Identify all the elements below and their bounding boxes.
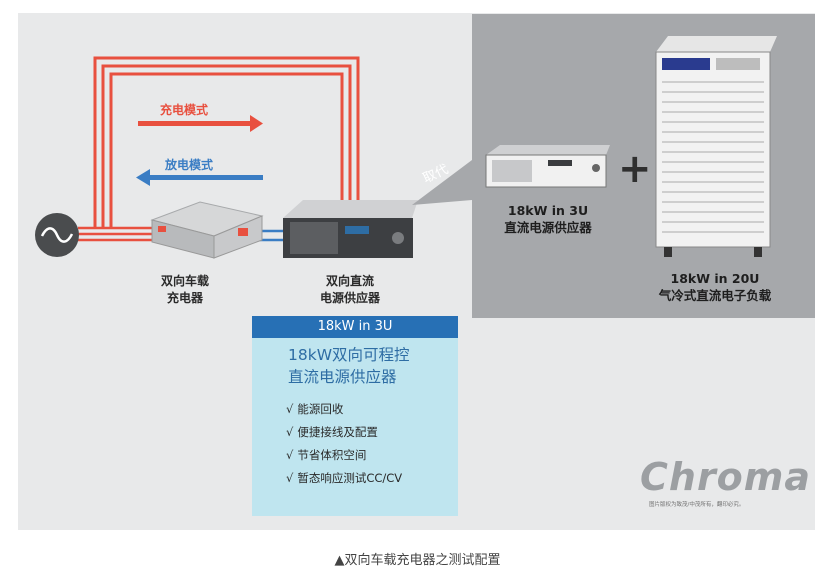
dc-supply-label-line2: 电源供应器: [319, 291, 380, 305]
discharge-mode-label: 放电模式: [165, 158, 214, 172]
feature-item: √便捷接线及配置: [286, 425, 378, 439]
figure-caption: ▲双向车载充电器之测试配置: [334, 553, 501, 568]
copyright-notice: 图片版权为致茂/中茂所有，翻印必究。: [649, 502, 745, 508]
info-box-title-line1: 18kW双向可程控: [288, 346, 410, 364]
charge-mode-label: 充电模式: [160, 103, 209, 117]
feature-item: √能源回收: [286, 402, 344, 416]
load-20u: [655, 36, 777, 257]
check-icon: √: [286, 425, 294, 439]
ac-source-icon: [35, 213, 79, 257]
supply-3u-label-line2: 直流电源供应器: [504, 220, 592, 235]
supply-3u: [485, 145, 610, 188]
charge-wire-1: [93, 56, 360, 228]
dc-supply-label-line1: 双向直流: [325, 274, 374, 288]
discharge-arrow: [136, 169, 263, 186]
chroma-logo: Chroma: [640, 455, 812, 499]
info-box: 18kW in 3U 18kW双向可程控 直流电源供应器 √能源回收 √便捷接线…: [252, 316, 458, 516]
info-box-title-line2: 直流电源供应器: [288, 368, 397, 386]
supply-3u-label-line1: 18kW in 3U: [507, 203, 589, 218]
info-box-title: 18kW双向可程控 直流电源供应器: [252, 338, 458, 388]
feature-item: √节省体积空间: [286, 448, 367, 462]
info-box-header: 18kW in 3U: [252, 316, 458, 338]
charge-wire-3: [109, 72, 344, 228]
bidirectional-dc-supply: [283, 200, 418, 258]
dc-supply-label: 双向直流 电源供应器: [310, 273, 390, 307]
supply-3u-label: 18kW in 3U 直流电源供应器: [490, 202, 606, 236]
check-icon: √: [286, 448, 294, 462]
obc-device: [150, 201, 264, 259]
charge-wire-2: [101, 64, 352, 228]
load-20u-label: 18kW in 20U 气冷式直流电子负载: [640, 270, 790, 304]
charge-arrow: [138, 115, 263, 132]
feature-list: √能源回收 √便捷接线及配置 √节省体积空间 √暂态响应测试CC/CV: [286, 398, 458, 490]
load-20u-label-line1: 18kW in 20U: [670, 271, 760, 286]
load-20u-label-line2: 气冷式直流电子负载: [658, 288, 772, 303]
check-icon: √: [286, 402, 294, 416]
check-icon: √: [286, 471, 294, 485]
obc-label-line2: 充电器: [166, 291, 203, 305]
plus-icon: +: [618, 146, 652, 192]
obc-label: 双向车载 充电器: [150, 273, 220, 307]
obc-label-line1: 双向车载: [160, 274, 209, 288]
feature-item: √暂态响应测试CC/CV: [286, 471, 403, 485]
